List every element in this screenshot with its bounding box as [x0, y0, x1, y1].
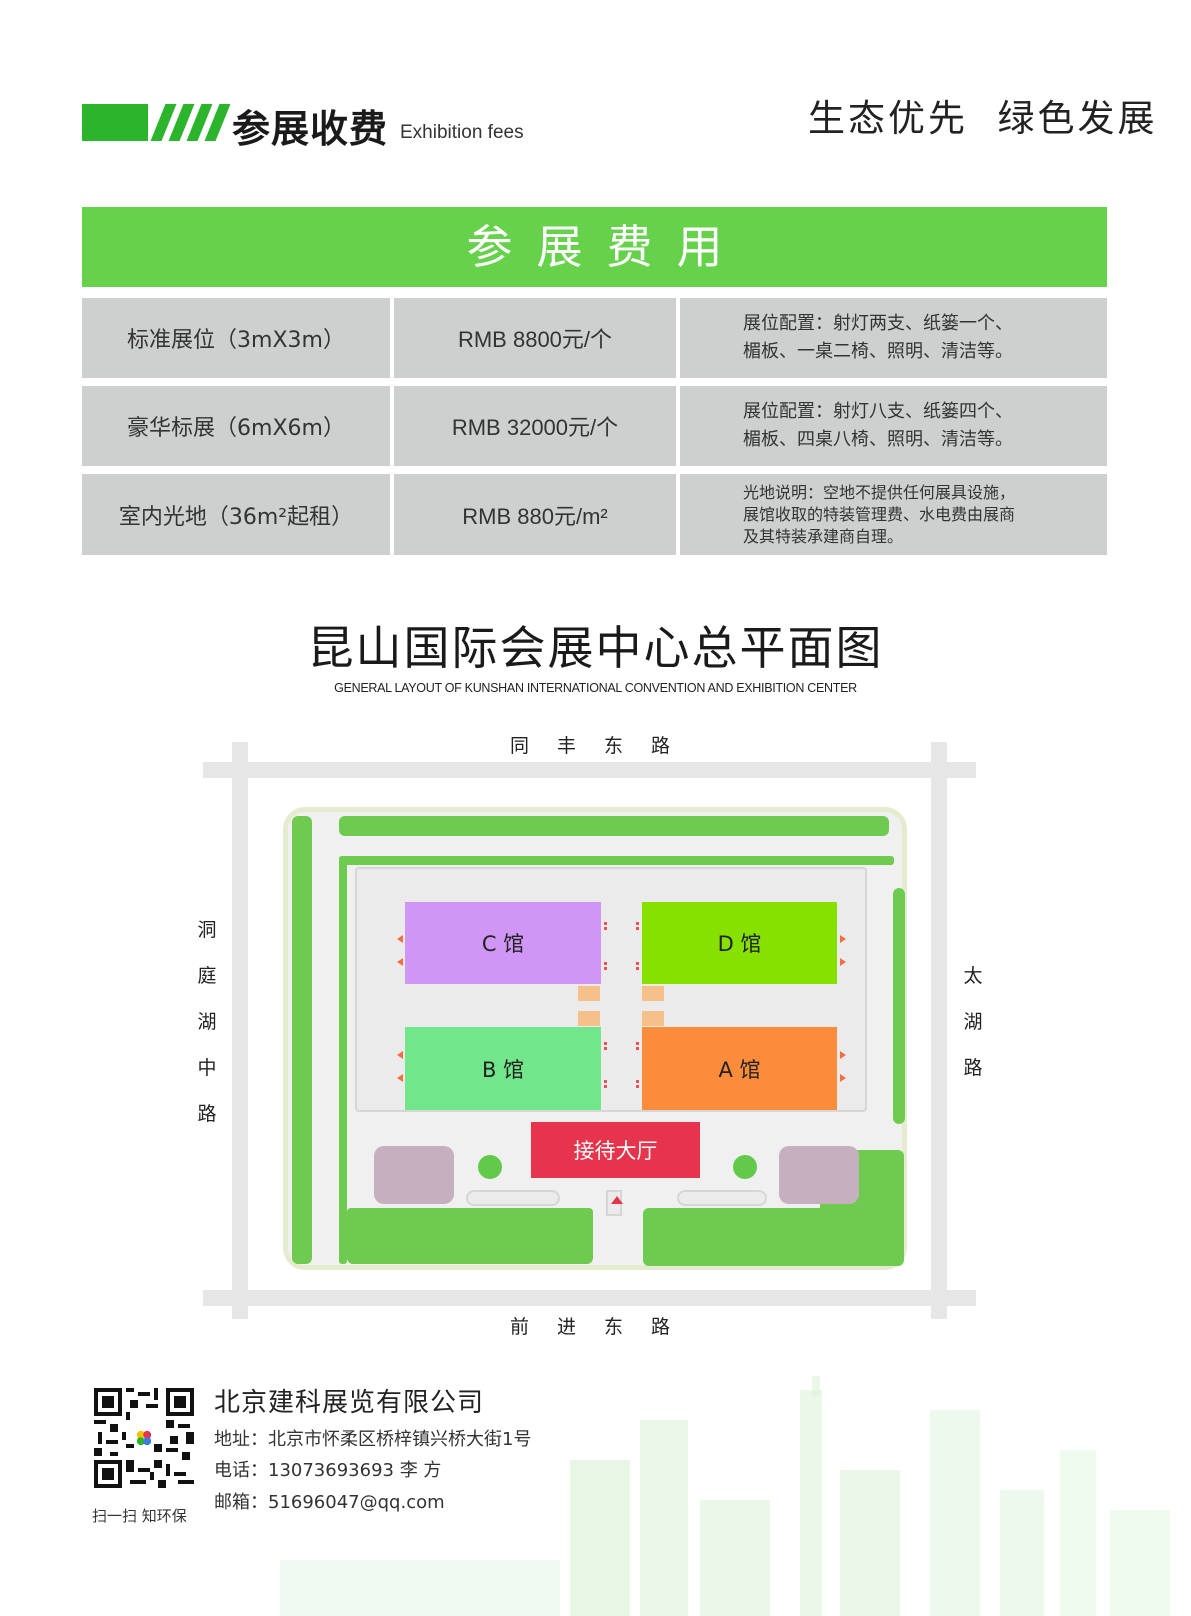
entrance-marker — [397, 1074, 403, 1082]
parking-area-east — [779, 1146, 859, 1204]
green-strip-north — [339, 856, 894, 865]
entrance-marker — [604, 1042, 607, 1050]
fee-type-raw-space: 室内光地（36m²起租） — [82, 474, 390, 555]
connector — [642, 1011, 664, 1026]
entrance-marker — [636, 962, 639, 970]
road-east — [931, 742, 947, 1319]
green-strip-west — [339, 856, 347, 1264]
hall-c: C 馆 — [405, 902, 601, 984]
fees-table-heading: 参展费用 — [82, 207, 1107, 287]
connector — [578, 986, 600, 1001]
company-email: 邮箱：51696047@qq.com — [214, 1492, 445, 1513]
green-lawn-southwest — [347, 1208, 593, 1264]
green-belt-west — [292, 816, 312, 1264]
road-south — [203, 1290, 976, 1306]
fee-desc-deluxe: 展位配置：射灯八支、纸篓四个、 楣板、四桌八椅、照明、清洁等。 — [680, 386, 1107, 466]
map-subtitle: GENERAL LAYOUT OF KUNSHAN INTERNATIONAL … — [334, 681, 857, 695]
fee-price-deluxe: RMB 32000元/个 — [394, 386, 676, 466]
entrance-canopy-left — [466, 1190, 560, 1206]
entrance-marker — [397, 935, 403, 943]
entrance-marker — [840, 1074, 846, 1082]
road-north — [203, 762, 976, 778]
entrance-marker — [604, 962, 607, 970]
road-west — [232, 742, 248, 1319]
entrance-marker — [840, 958, 846, 966]
connector — [642, 986, 664, 1001]
map-title: 昆山国际会展中心总平面图 — [307, 621, 884, 675]
road-label-west: 洞庭湖中路 — [197, 919, 217, 1125]
entrance-marker — [397, 1051, 403, 1059]
company-phone: 电话：13073693693 李 方 — [214, 1460, 442, 1481]
entrance-canopy-right — [677, 1190, 767, 1206]
fee-desc-standard: 展位配置：射灯两支、纸篓一个、 楣板、一桌二椅、照明、清洁等。 — [680, 298, 1107, 378]
entrance-marker — [840, 935, 846, 943]
hall-d: D 馆 — [642, 902, 837, 984]
entrance-marker — [604, 922, 607, 930]
connector — [578, 1011, 600, 1026]
entrance-marker — [397, 958, 403, 966]
fee-type-deluxe: 豪华标展（6mX6m） — [82, 386, 390, 466]
hall-b: B 馆 — [405, 1027, 601, 1110]
qr-caption: 扫一扫 知环保 — [92, 1507, 187, 1525]
parking-area-west — [374, 1146, 454, 1204]
section-subtitle: Exhibition fees — [400, 122, 524, 143]
road-label-north: 同丰东路 — [510, 735, 699, 757]
fee-type-standard: 标准展位（3mX3m） — [82, 298, 390, 378]
fee-desc-raw-space: 光地说明：空地不提供任何展具设施， 展馆收取的特装管理费、水电费由展商 及其特装… — [680, 474, 1107, 555]
green-strip-east — [893, 888, 905, 1124]
tree — [478, 1155, 502, 1179]
reception-lobby: 接待大厅 — [531, 1122, 700, 1178]
fee-price-raw-space: RMB 880元/m² — [394, 474, 676, 555]
road-label-east: 太湖路 — [963, 965, 983, 1079]
road-label-south: 前进东路 — [510, 1316, 699, 1338]
section-title: 参展收费 — [232, 107, 389, 151]
green-belt-north — [339, 816, 889, 836]
company-address: 地址：北京市怀柔区桥梓镇兴桥大街1号 — [214, 1429, 532, 1450]
slogan: 生态优先 绿色发展 — [808, 97, 1158, 140]
entrance-marker — [636, 1080, 639, 1088]
tree — [733, 1155, 757, 1179]
entrance-marker — [636, 1042, 639, 1050]
main-entrance-arrow — [611, 1196, 623, 1204]
company-name: 北京建科展览有限公司 — [214, 1388, 485, 1418]
entrance-marker — [636, 922, 639, 930]
qr-code — [94, 1388, 194, 1488]
fee-price-standard: RMB 8800元/个 — [394, 298, 676, 378]
entrance-marker — [604, 1080, 607, 1088]
entrance-marker — [840, 1051, 846, 1059]
hall-a: A 馆 — [642, 1027, 837, 1110]
